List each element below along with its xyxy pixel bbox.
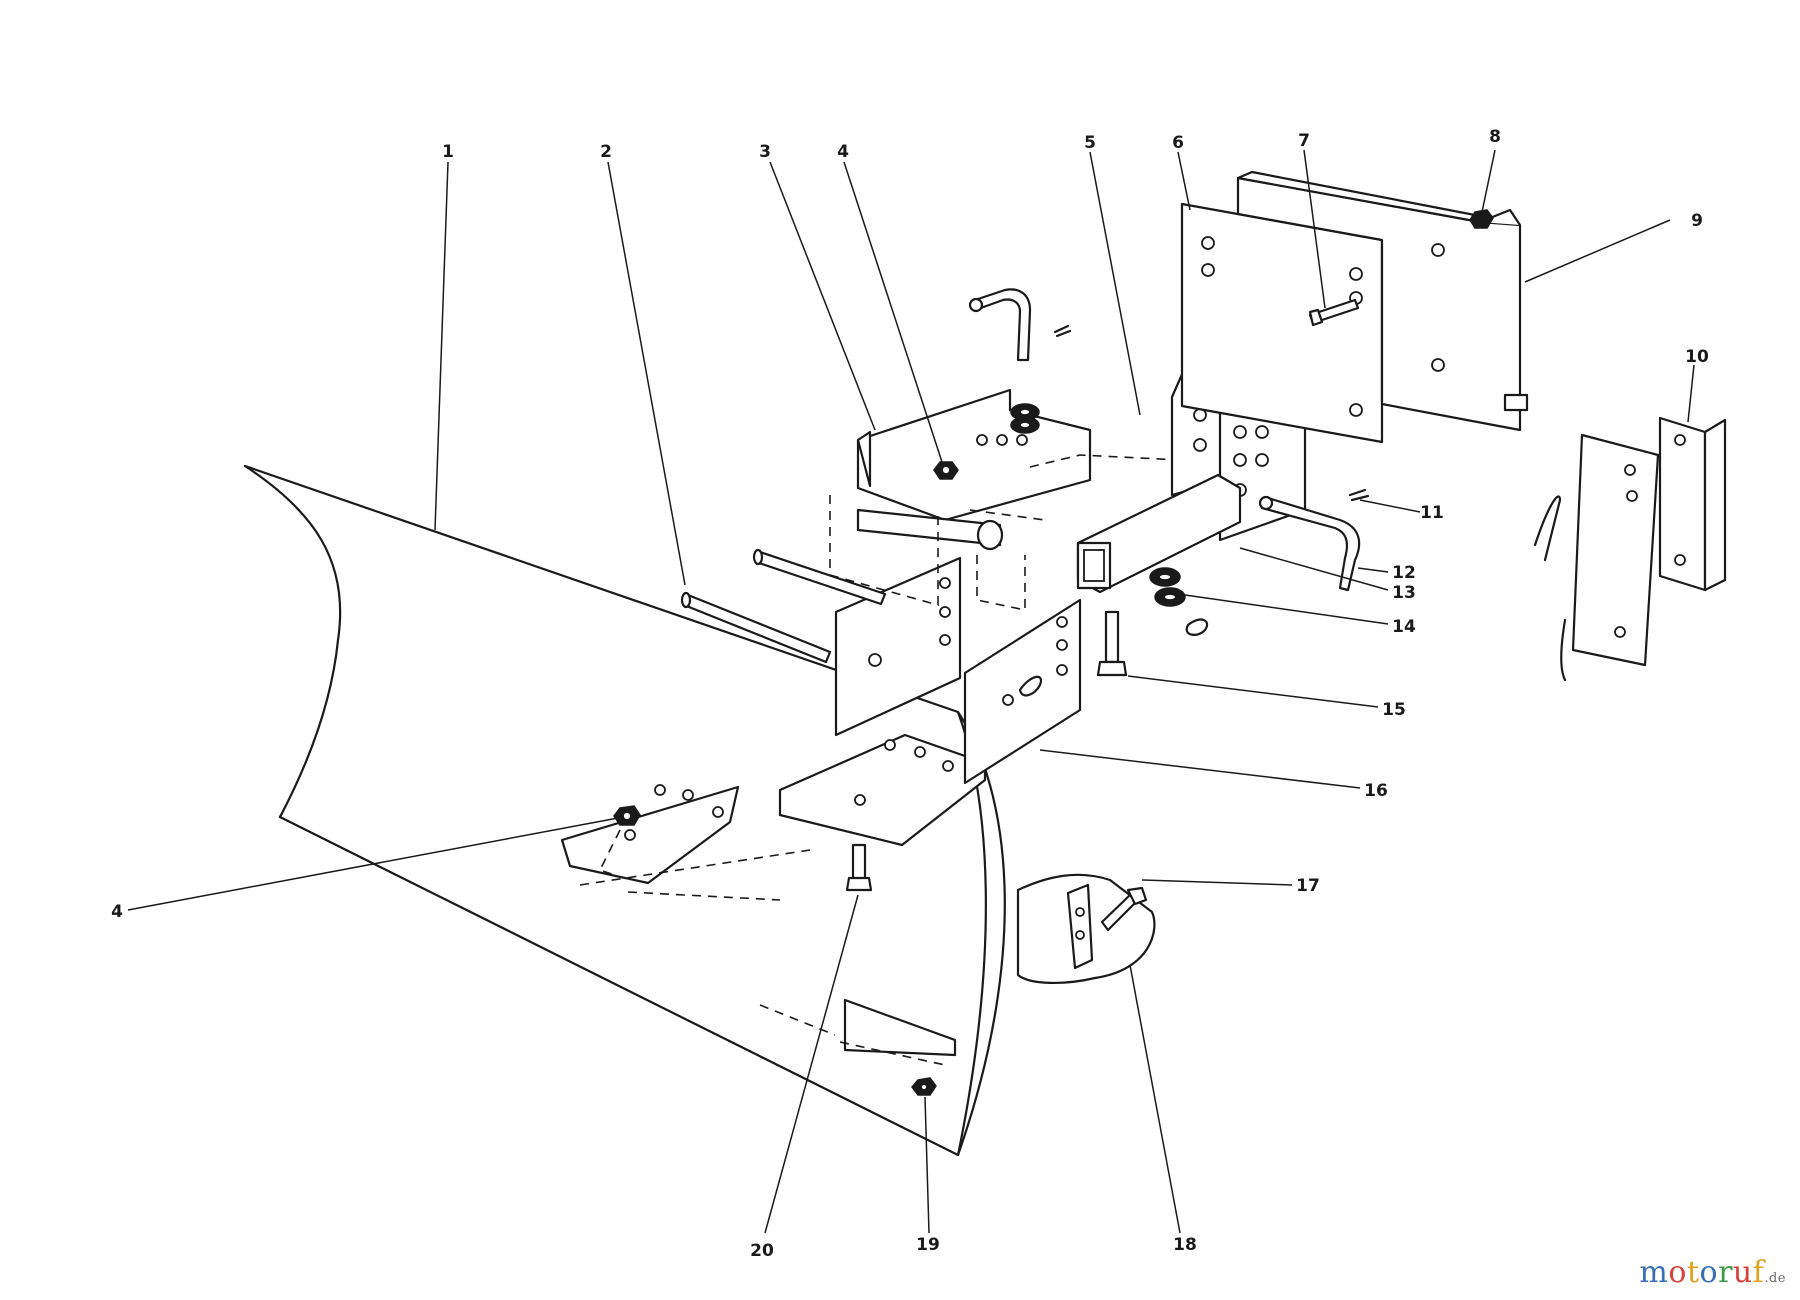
washers-lower — [1149, 567, 1186, 607]
callout-19: 19 — [916, 1235, 940, 1255]
callout-16: 16 — [1364, 781, 1388, 801]
callout-6: 6 — [1172, 133, 1184, 153]
watermark-letter: o — [1699, 1255, 1719, 1290]
watermark-letter: f — [1752, 1255, 1765, 1290]
callout-8: 8 — [1489, 127, 1501, 147]
lock-nut — [1469, 209, 1494, 229]
cotter-pin-upper — [1053, 324, 1072, 338]
blade-lower-block — [843, 998, 957, 1057]
callout-1: 1 — [442, 142, 454, 162]
watermark-letter: o — [1668, 1255, 1687, 1290]
callout-4-lower: 4 — [111, 902, 123, 922]
angle-bracket — [1658, 416, 1727, 592]
pivot-pin-upper — [752, 548, 887, 606]
watermark-letters: motoruf — [1639, 1255, 1764, 1290]
swivel-bracket — [856, 388, 1092, 551]
watermark-letter: m — [1639, 1255, 1669, 1290]
leader-lines — [127, 149, 1695, 1234]
callout-10: 10 — [1685, 347, 1709, 367]
callout-20: 20 — [750, 1241, 774, 1261]
watermark-letter: u — [1732, 1255, 1753, 1290]
nut-19 — [911, 1077, 937, 1096]
callout-11: 11 — [1420, 503, 1444, 523]
callout-7: 7 — [1298, 131, 1310, 151]
callout-12: 12 — [1392, 563, 1416, 583]
mounting-plate — [1180, 202, 1384, 444]
hex-nut — [933, 461, 959, 480]
callout-15: 15 — [1382, 700, 1406, 720]
callout-18: 18 — [1173, 1235, 1197, 1255]
watermark-domain: .de — [1764, 1271, 1786, 1286]
skid-shoe — [1016, 873, 1156, 984]
hex-bolt — [1096, 610, 1128, 677]
callout-13: 13 — [1392, 583, 1416, 603]
callout-5: 5 — [1084, 133, 1096, 153]
plow-bolt — [845, 843, 873, 892]
carriage-bolt — [1308, 298, 1360, 327]
watermark-letter: t — [1686, 1255, 1700, 1290]
hitch-pin — [1258, 495, 1361, 592]
hitch-pin-clip-icon — [1018, 675, 1043, 697]
lift-pin — [968, 288, 1032, 362]
pivot-pin — [680, 591, 832, 664]
callout-14: 14 — [1392, 617, 1416, 637]
hair-pin-icon — [1185, 618, 1209, 636]
watermark-logo: motoruf.de — [1639, 1255, 1786, 1290]
callout-17: 17 — [1296, 876, 1320, 896]
washers-upper — [1010, 403, 1040, 434]
nut-4-lower — [613, 805, 641, 826]
square-tube — [1076, 473, 1242, 594]
blade-mount-plate-front — [778, 733, 987, 847]
callout-9: 9 — [1691, 211, 1703, 231]
callout-3: 3 — [759, 142, 771, 162]
cotter-pin — [1348, 488, 1370, 502]
side-plate — [1533, 433, 1660, 682]
skid-bolt — [1100, 886, 1148, 932]
watermark-letter: r — [1718, 1255, 1733, 1290]
callouts: 1 2 3 4 5 6 7 8 9 10 11 12 13 14 15 16 1… — [111, 127, 1709, 1261]
callout-2: 2 — [600, 142, 612, 162]
callout-4-upper: 4 — [837, 142, 849, 162]
